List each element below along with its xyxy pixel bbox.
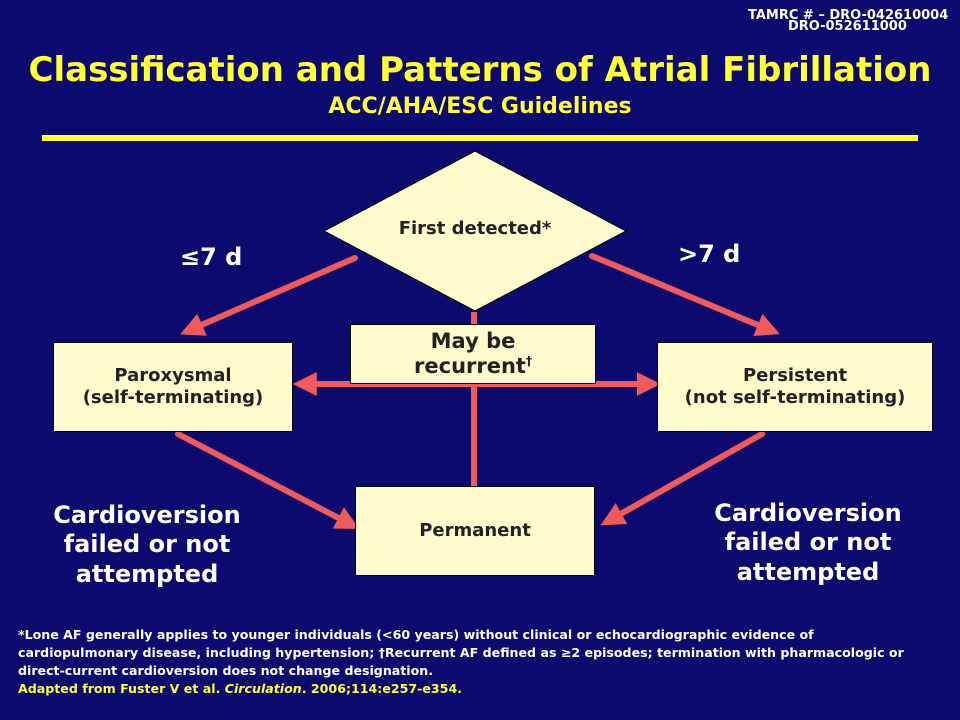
cardioversion-left-label: Cardioversion failed or not attempted	[53, 501, 241, 588]
arrow-persistent-to-permanent	[600, 431, 765, 526]
persistent-box: Persistent (not self-terminating)	[657, 342, 933, 432]
page-title: Classification and Patterns of Atrial Fi…	[28, 50, 932, 90]
first-detected-diamond	[322, 150, 628, 312]
persistent-title: Persistent	[742, 365, 848, 387]
arrow-to-paroxysmal	[180, 255, 358, 336]
source-journal: Circulation	[224, 680, 302, 696]
permanent-box: Permanent	[355, 486, 595, 576]
footnote-text: *Lone AF generally applies to younger in…	[18, 627, 904, 678]
may-be-recurrent-box: May be recurrent†	[350, 324, 596, 384]
footnote: *Lone AF generally applies to younger in…	[18, 626, 938, 698]
doc-id-2: DRO-052611000	[788, 19, 907, 34]
paroxysmal-title: Paroxysmal	[114, 365, 232, 387]
paroxysmal-box: Paroxysmal (self-terminating)	[53, 342, 293, 432]
recurrent-dagger: †	[525, 354, 532, 368]
first-detected-label: First detected*	[398, 218, 552, 239]
title-divider	[42, 135, 918, 141]
arrow-paroxysmal-to-permanent	[175, 431, 360, 530]
duration-left-label: ≤7 d	[180, 243, 243, 271]
duration-right-label: >7 d	[678, 240, 741, 268]
cardioversion-right-label: Cardioversion failed or not attempted	[714, 499, 902, 586]
paroxysmal-subtitle: (self-terminating)	[82, 387, 264, 408]
doc-id-1: TAMRC # – DRO-042610004	[748, 8, 949, 23]
arrow-to-persistent	[589, 253, 780, 337]
page-subtitle: ACC/AHA/ESC Guidelines	[328, 94, 632, 119]
persistent-subtitle: (not self-terminating)	[684, 387, 906, 408]
may-be-recurrent-label: May be recurrent†	[414, 328, 532, 378]
permanent-label: Permanent	[419, 520, 531, 542]
footnote-source: Adapted from Fuster V et al. Circulation…	[18, 680, 462, 696]
